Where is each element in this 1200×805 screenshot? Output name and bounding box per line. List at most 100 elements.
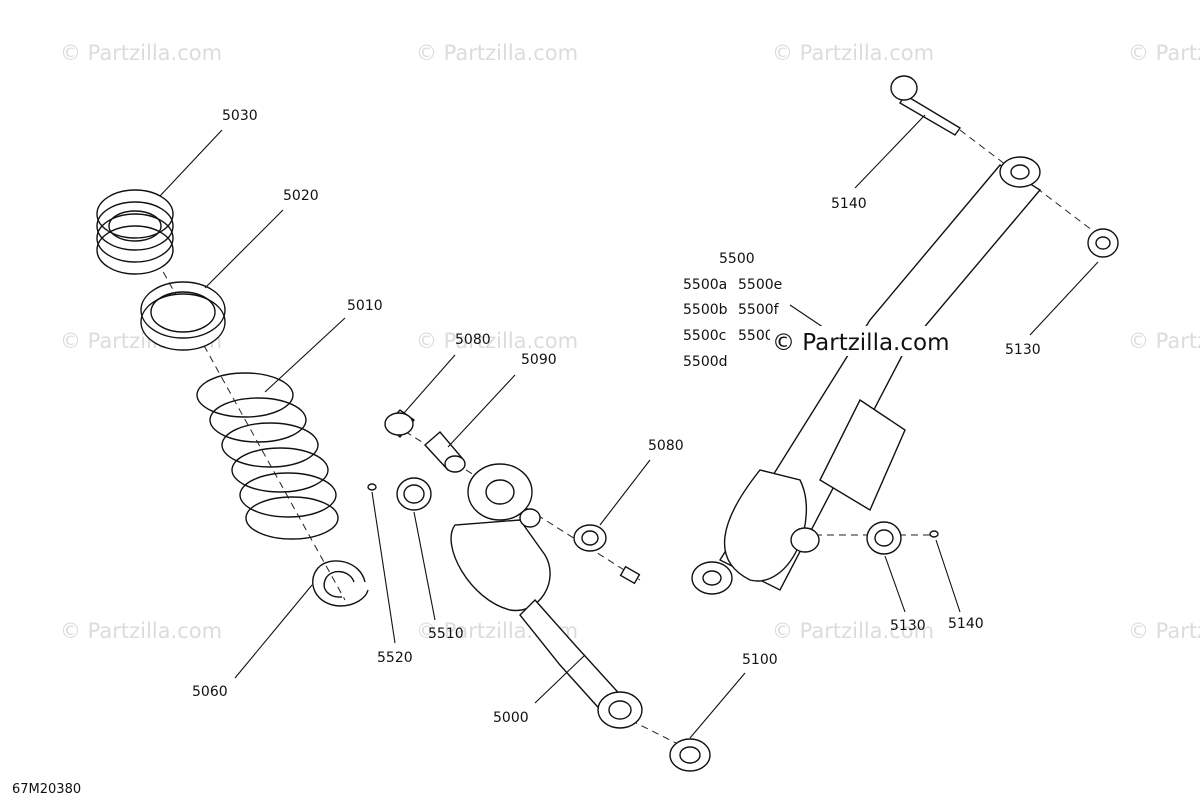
nut-hole bbox=[1095, 236, 1111, 250]
adjuster-knob-part bbox=[396, 477, 432, 511]
retainer-inner bbox=[108, 210, 162, 242]
leader-5130b bbox=[884, 555, 906, 613]
callout-5140[interactable]: 5140 bbox=[831, 196, 867, 212]
leader-5090 bbox=[447, 374, 516, 448]
watermark-layer: © Partzilla.com © Partzilla.com © Partzi… bbox=[60, 41, 1200, 643]
bushing-face bbox=[573, 524, 607, 552]
figure-reference: 67M20380 bbox=[12, 782, 81, 797]
brand-backdrop bbox=[770, 326, 962, 356]
callout-5130[interactable]: 5130 bbox=[890, 618, 926, 634]
shock-assembly-part bbox=[691, 156, 1042, 595]
retainer-coil-3 bbox=[96, 201, 174, 251]
shock-absorber-part bbox=[450, 463, 643, 729]
callout-5140[interactable]: 5140 bbox=[948, 616, 984, 632]
leader-5080a bbox=[403, 354, 456, 414]
callout-5500e[interactable]: 5500e bbox=[738, 277, 782, 293]
watermark: © Partzilla.com bbox=[772, 619, 934, 643]
upper-bushing-part bbox=[384, 409, 416, 438]
c-clip-part bbox=[312, 560, 369, 607]
leader-5020 bbox=[204, 209, 284, 289]
leader-5520 bbox=[371, 491, 396, 644]
shock-port bbox=[519, 508, 541, 528]
bushing-hole bbox=[581, 530, 599, 546]
bushing-face bbox=[384, 412, 414, 436]
leader-lines bbox=[159, 114, 1099, 739]
bushing-hole bbox=[679, 746, 701, 764]
shock-eyelet bbox=[467, 463, 533, 521]
screw-body bbox=[619, 565, 641, 585]
callout-5130[interactable]: 5130 bbox=[1005, 342, 1041, 358]
assembly-bottom-eye-hole bbox=[702, 570, 722, 586]
spring-axis bbox=[139, 229, 346, 601]
ring-outer bbox=[140, 293, 226, 351]
shock-eyelet-hole bbox=[485, 479, 515, 505]
assembly-bottom-eye bbox=[691, 561, 733, 595]
leader-5060 bbox=[234, 584, 313, 679]
leader-5000 bbox=[534, 654, 586, 704]
small-screw-part bbox=[619, 565, 641, 585]
bolt-shank bbox=[899, 94, 962, 136]
watermark: © Partzilla.com bbox=[416, 329, 578, 353]
spring-coil bbox=[209, 397, 307, 443]
right-adjuster-knob-part bbox=[866, 521, 902, 555]
reservoir-upper bbox=[819, 398, 906, 512]
callout-labels: 5030 5020 5010 5060 5080 5090 5080 5520 … bbox=[192, 108, 1041, 726]
ring-inner bbox=[150, 291, 216, 333]
right-set-screw-part bbox=[929, 530, 939, 538]
retainer-coil-4 bbox=[96, 189, 174, 239]
callout-5100[interactable]: 5100 bbox=[742, 652, 778, 668]
callout-5500a[interactable]: 5500a bbox=[683, 277, 727, 293]
bolt-axis bbox=[959, 129, 1106, 241]
callout-5520[interactable]: 5520 bbox=[377, 650, 413, 666]
mount-bolt-part bbox=[890, 75, 962, 136]
callout-5010[interactable]: 5010 bbox=[347, 298, 383, 314]
spacer-face bbox=[444, 455, 466, 473]
c-clip-inner bbox=[323, 571, 355, 598]
spring-coil bbox=[231, 447, 329, 493]
knob-center bbox=[874, 529, 894, 547]
retainer-coil-2 bbox=[96, 213, 174, 263]
set-screw-head bbox=[929, 530, 939, 538]
assembly-adjuster bbox=[790, 527, 820, 553]
callout-5020[interactable]: 5020 bbox=[283, 188, 319, 204]
set-screw-head bbox=[367, 483, 377, 491]
callout-5500g[interactable]: 5500 bbox=[738, 328, 774, 344]
assembly-top-eye bbox=[999, 156, 1041, 188]
callout-5500[interactable]: 5500 bbox=[719, 251, 755, 267]
nut-body bbox=[1087, 228, 1119, 258]
spring-coil bbox=[245, 496, 339, 540]
callout-5510[interactable]: 5510 bbox=[428, 626, 464, 642]
watermark: © Partzilla.com bbox=[1128, 619, 1200, 643]
callout-5500d[interactable]: 5500d bbox=[683, 354, 728, 370]
knob-body bbox=[866, 521, 902, 555]
c-clip-outer bbox=[312, 560, 369, 607]
leader-5140b bbox=[935, 539, 961, 613]
knob-body bbox=[396, 477, 432, 511]
shock-lower-eye-hole bbox=[608, 700, 632, 720]
shock-body bbox=[450, 519, 551, 612]
callout-5000[interactable]: 5000 bbox=[493, 710, 529, 726]
callout-5500f[interactable]: 5500f bbox=[738, 302, 780, 318]
leader-5080b bbox=[599, 459, 651, 526]
knob-center bbox=[403, 484, 425, 504]
lower-bushing-part bbox=[573, 524, 607, 552]
callout-5090[interactable]: 5090 bbox=[521, 352, 557, 368]
reservoir-lower bbox=[723, 469, 808, 582]
watermark: © Partzilla.com bbox=[60, 41, 222, 65]
bolt-head bbox=[890, 75, 918, 101]
spring-coil bbox=[221, 422, 319, 468]
callout-5500b[interactable]: 5500b bbox=[683, 302, 728, 318]
callout-5080[interactable]: 5080 bbox=[648, 438, 684, 454]
callout-5030[interactable]: 5030 bbox=[222, 108, 258, 124]
spring-seat-ring-part bbox=[140, 281, 226, 351]
callout-5060[interactable]: 5060 bbox=[192, 684, 228, 700]
leader-5140a bbox=[854, 114, 926, 189]
assembly-top-eye-hole bbox=[1010, 164, 1030, 180]
spring-retainer-part bbox=[96, 189, 174, 275]
leader-5030 bbox=[159, 129, 223, 197]
watermark: © Partzilla.com bbox=[1128, 329, 1200, 353]
callout-5500c[interactable]: 5500c bbox=[683, 328, 726, 344]
callout-5080[interactable]: 5080 bbox=[455, 332, 491, 348]
watermark: © Partzilla.com bbox=[416, 41, 578, 65]
